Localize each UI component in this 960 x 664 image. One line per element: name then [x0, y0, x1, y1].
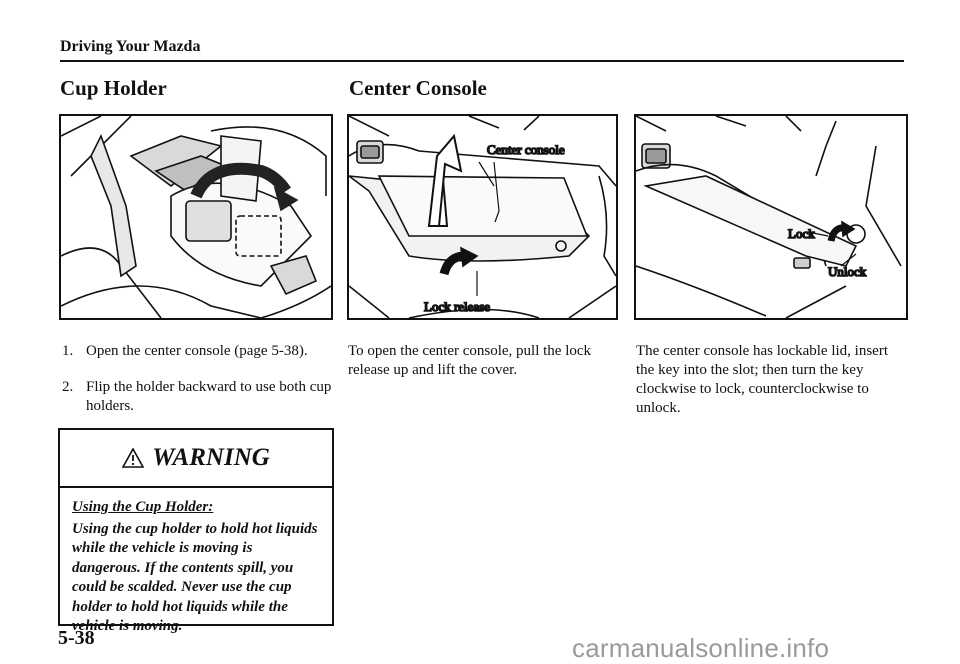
- page-number: 5-38: [58, 627, 95, 649]
- lock-label: Lock: [788, 226, 815, 241]
- center-console-heading: Center Console: [349, 76, 487, 100]
- step-text: Flip the holder backward to use both cup…: [86, 379, 332, 414]
- console-lock-illustration: Lock Unlock: [634, 114, 908, 320]
- step-item: 1. Open the center console (page 5-38).: [60, 342, 335, 361]
- lock-release-label: Lock release: [424, 299, 490, 314]
- warning-header: WARNING: [60, 430, 332, 488]
- cup-holder-heading: Cup Holder: [60, 76, 167, 100]
- step-number: 1.: [62, 343, 74, 359]
- running-header: Driving Your Mazda: [60, 38, 201, 55]
- warning-text: Using the cup holder to hold hot liquids…: [72, 520, 318, 635]
- cup-holder-illustration: [59, 114, 333, 320]
- step-text: Open the center console (page 5-38).: [86, 343, 308, 359]
- lockable-lid-paragraph: The center console has lockable lid, ins…: [636, 343, 888, 416]
- center-console-label: Center console: [487, 142, 565, 157]
- step-number: 2.: [62, 379, 74, 395]
- warning-subheading: Using the Cup Holder:: [72, 499, 214, 515]
- warning-box: WARNING Using the Cup Holder: Using the …: [58, 428, 334, 634]
- unlock-label: Unlock: [828, 264, 867, 279]
- warning-title: WARNING: [152, 444, 270, 471]
- watermark: carmanualsonline.info: [572, 633, 830, 663]
- header-rule: [60, 60, 904, 62]
- console-open-illustration: Center console Lock release: [347, 114, 618, 320]
- step-item: 2. Flip the holder backward to use both …: [60, 378, 335, 416]
- open-console-paragraph: To open the center console, pull the loc…: [348, 343, 592, 378]
- warning-triangle-icon: [122, 448, 145, 468]
- cup-holder-steps: 1. Open the center console (page 5-38). …: [60, 342, 335, 433]
